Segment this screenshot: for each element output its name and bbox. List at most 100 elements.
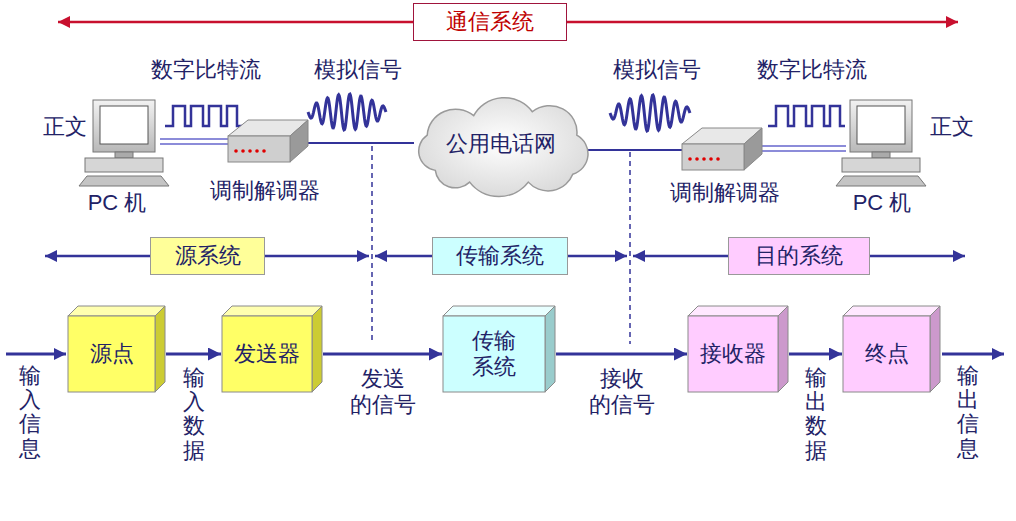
modem-icon-part [241,149,245,153]
serial-cable-part [160,143,232,145]
modem-icon-part [290,120,308,162]
modem-icon-part [682,144,744,170]
node-label: 源系统 [175,243,241,269]
modem-icon-part [709,157,713,161]
box-top [222,306,322,316]
modem-icon [228,120,308,162]
edge-label: 接收 的信号 [589,366,655,419]
flow-arrow [323,353,442,356]
node-label: 公用电话网 [446,131,556,157]
flow-arrow [789,353,842,356]
text-label: 模拟信号 [613,57,701,83]
node-label: 源点 [90,341,134,367]
pc-icon-part [85,158,163,172]
text-holder: 传输 系统 [443,316,545,392]
pc-icon-part [115,152,133,158]
modem-icon-part [744,128,762,170]
modem-icon [682,128,762,170]
node-label: 通信系统 [446,9,534,35]
node-label: 发送器 [234,341,300,367]
box-top [843,306,940,316]
span-arrow [45,22,965,256]
box-side [312,306,322,392]
modem-icon-part [262,149,266,153]
process-box: 终点 [843,306,940,392]
pc-icon-part [100,106,148,144]
modem-icon-part [688,157,692,161]
cloud-shape [419,98,588,197]
box-side [545,306,555,392]
box-face [843,316,930,392]
process-box: 接收器 [688,306,788,392]
box-side [155,306,165,392]
process-box: 发送器 [222,306,322,392]
text-holder: 源点 [68,316,155,392]
text-label: 数字比特流 [757,57,867,83]
node-label: 接收器 [700,341,766,367]
serial-cable-part [758,145,846,147]
process-box: 源点 [68,306,165,392]
phone-line-part [300,142,414,144]
text-label: 调制解调器 [210,178,320,204]
modem-icon-part [234,149,238,153]
pc-icon-part [857,106,905,144]
process-box: 传输 系统 [443,306,555,392]
network-cloud: 公用电话网 [405,100,597,188]
modem-icon-part [248,149,252,153]
box-top [443,306,555,316]
box-face [443,316,545,392]
serial-cable-part [758,150,846,152]
square-wave-part [165,106,242,126]
pc-icon-part [836,176,926,186]
square-wave-part [768,106,845,126]
text-label: 调制解调器 [670,180,780,206]
pc-icon-part [842,158,920,172]
system-band: 目的系统 [728,237,870,275]
node-label: 终点 [865,341,909,367]
node-label: 传输系统 [456,243,544,269]
text-label: 正文 [43,114,87,140]
modulated-wave-stroke [308,94,386,130]
node-label: 目的系统 [755,243,843,269]
text-holder: 公用电话网 [405,100,597,188]
system-band: 源系统 [150,237,265,275]
serial-cable-part [160,138,232,140]
edge-label: 输出数据 [805,366,827,463]
pc-icon-part [79,176,169,186]
text-holder: 目的系统 [729,238,869,274]
modem-icon-part [695,157,699,161]
box-top [68,306,165,316]
box-side [778,306,788,392]
text-holder: 通信系统 [414,4,566,40]
text-label: 模拟信号 [314,57,402,83]
text-holder: 接收器 [688,316,778,392]
modem-icon-part [716,157,720,161]
modulated-wave-stroke [610,95,690,131]
box-face [222,316,312,392]
text-label: 输入信息 [19,364,41,461]
phone-line-part [588,149,686,151]
edge-label: 发送 的信号 [350,366,416,419]
text-label: 数字比特流 [151,57,261,83]
text-label: PC 机 [853,190,912,216]
modem-icon-part [702,157,706,161]
pc-icon-part [93,100,155,152]
edge-label: 输入数据 [183,366,205,463]
box-face [68,316,155,392]
modem-icon-part [255,149,259,153]
pc-icon [836,100,926,186]
flow-arrow [166,353,221,356]
box-face [688,316,778,392]
box-top [688,306,788,316]
boundary-dash-part [371,146,373,344]
text-label: 输出信息 [957,364,979,461]
text-holder: 源系统 [151,238,264,274]
pc-icon [79,100,169,186]
modem-icon-part [228,136,290,162]
text-label: 正文 [930,114,974,140]
title-box: 通信系统 [413,3,567,41]
flow-arrow [556,353,687,356]
text-holder: 传输系统 [433,238,567,274]
